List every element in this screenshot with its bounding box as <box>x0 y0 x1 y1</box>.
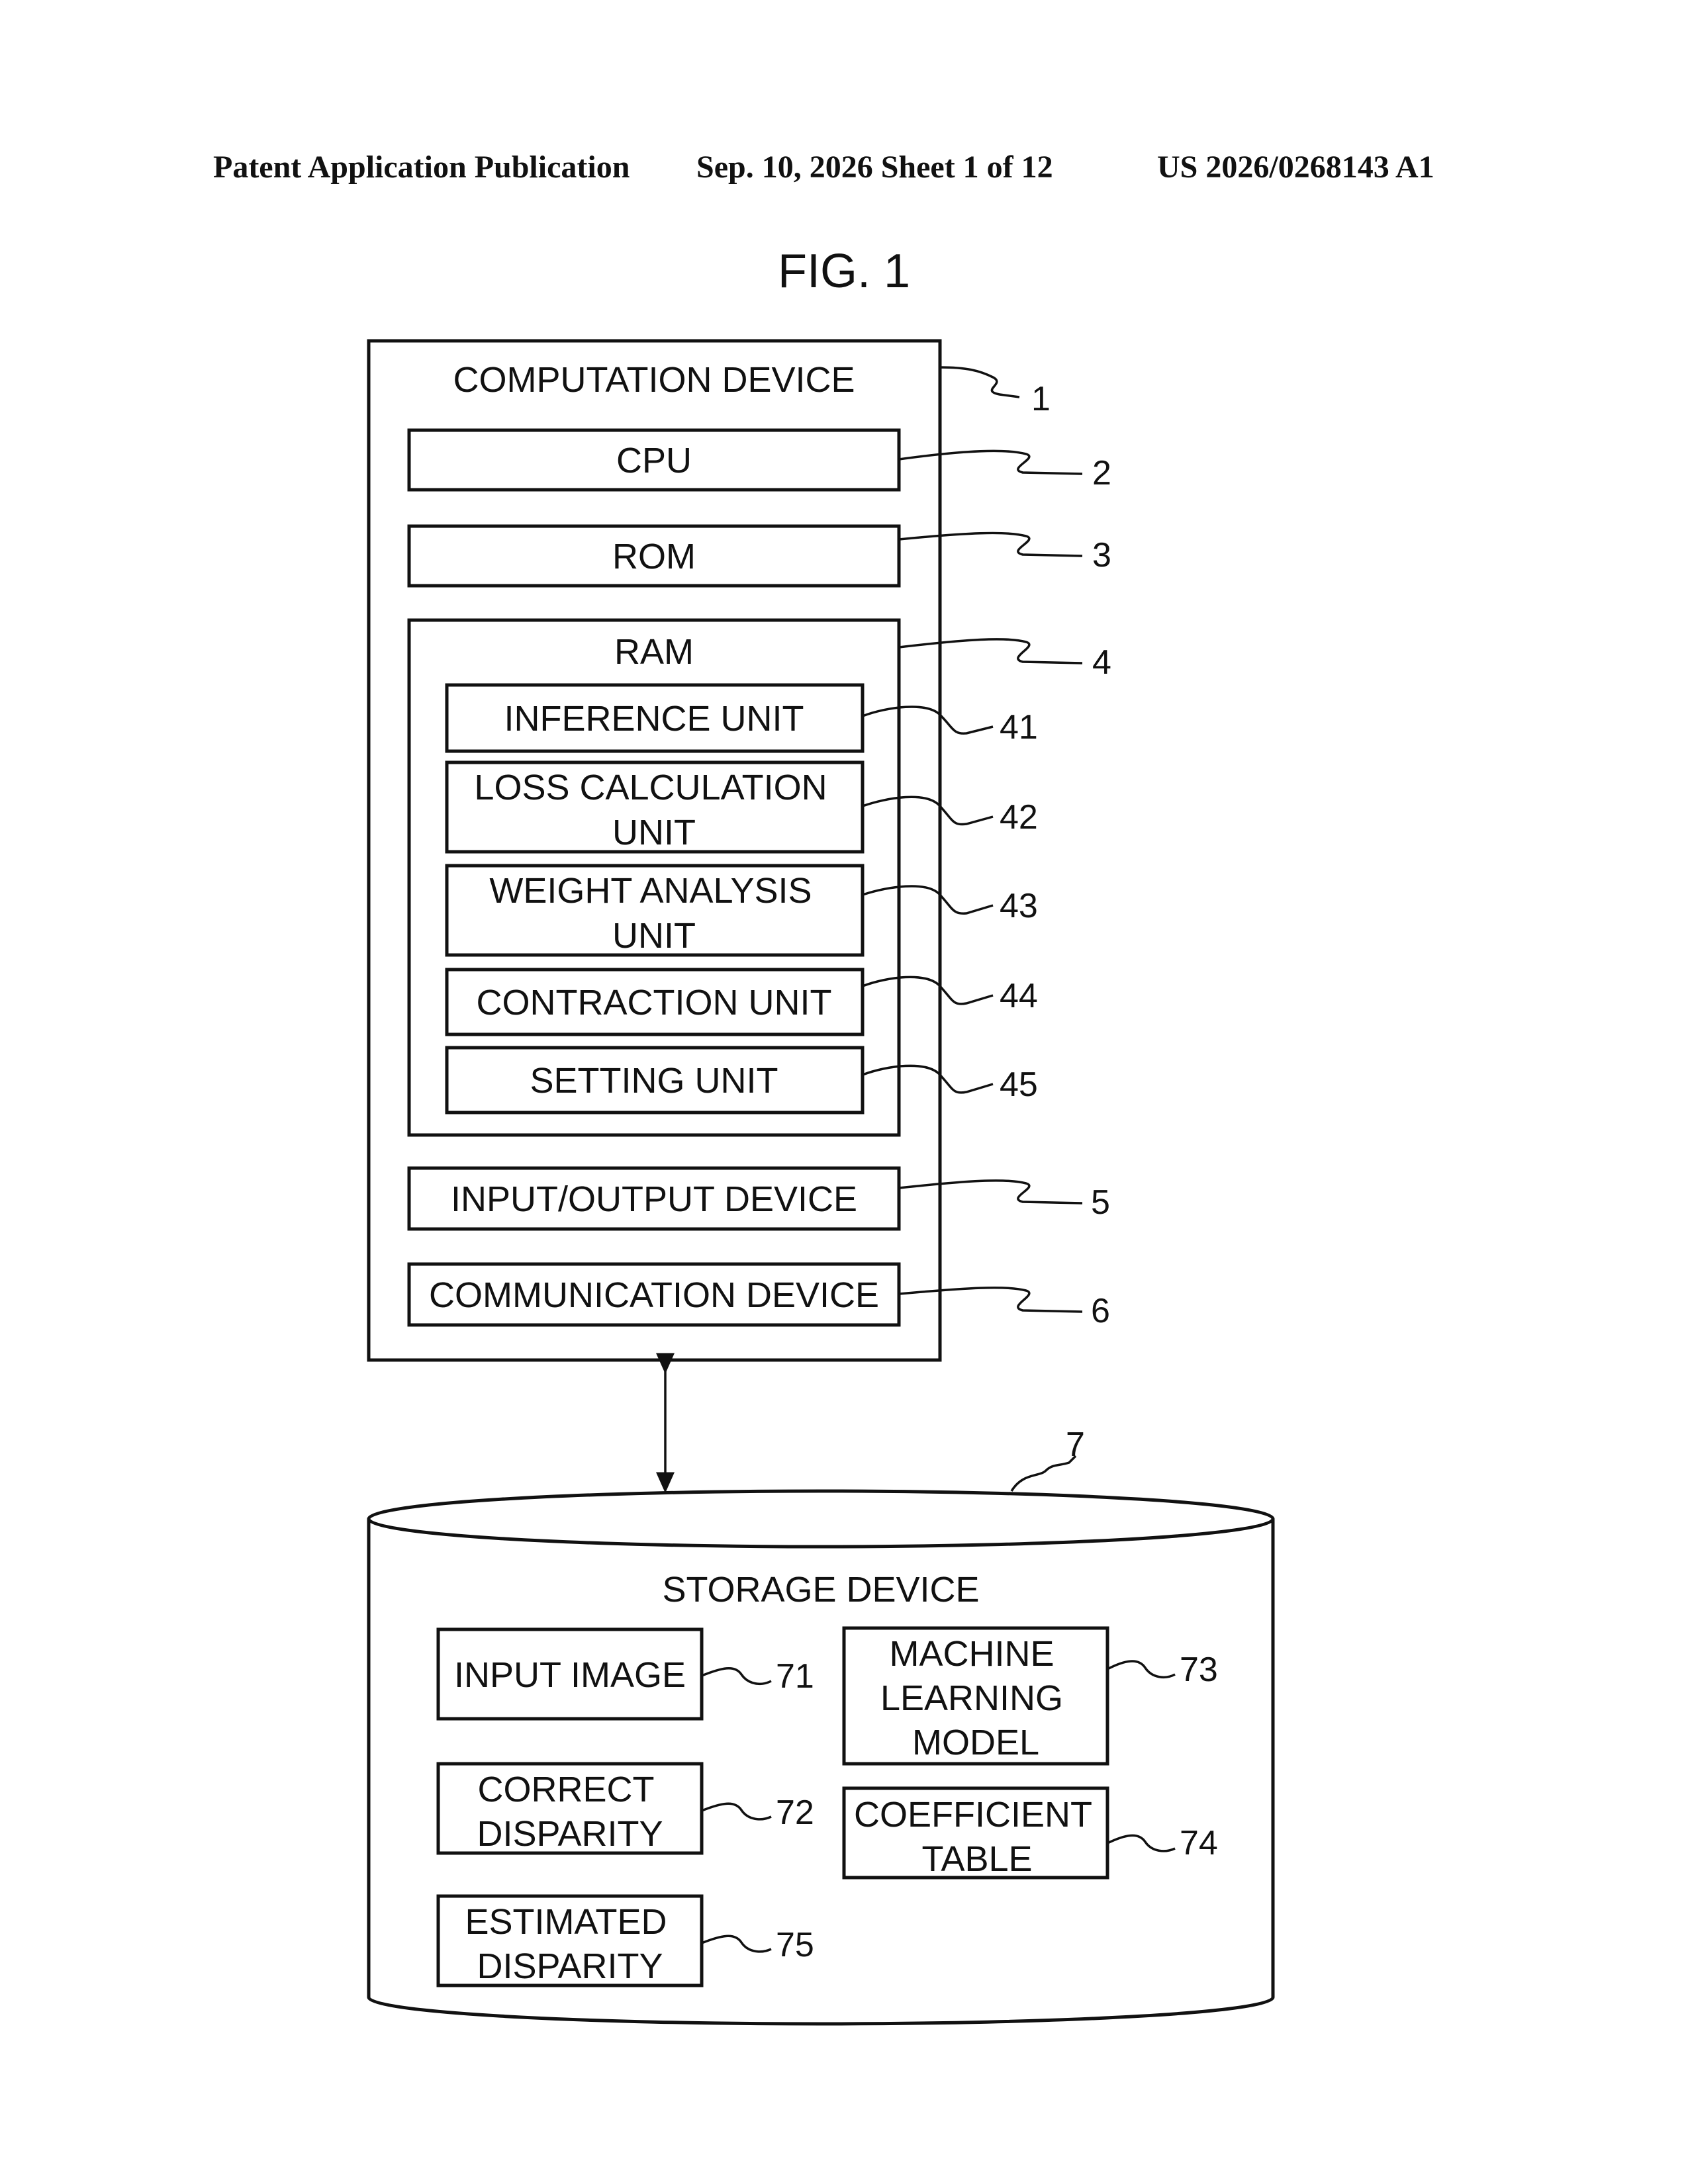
ref-numeral-74: 74 <box>1180 1824 1218 1862</box>
cpu-label: CPU <box>616 441 692 480</box>
communication-device-label: COMMUNICATION DEVICE <box>429 1275 879 1315</box>
ref-numeral-45: 45 <box>1000 1066 1038 1104</box>
ref-numeral-73: 73 <box>1180 1651 1218 1689</box>
computation-device-label: COMPUTATION DEVICE <box>453 360 855 400</box>
ram-label: RAM <box>614 632 694 672</box>
ref-numeral-4: 4 <box>1092 643 1111 682</box>
storage-device-label: STORAGE DEVICE <box>662 1570 979 1610</box>
contraction-unit: CONTRACTION UNIT 44 <box>447 970 1038 1034</box>
contraction-unit-label: CONTRACTION UNIT <box>477 983 832 1023</box>
weight-analysis-unit-label-line1: WEIGHT ANALYSIS <box>489 871 812 911</box>
ref-numeral-7: 7 <box>1066 1426 1085 1464</box>
estimated-disparity-label-line2: DISPARITY <box>477 1946 663 1986</box>
loss-calculation-unit-label-line1: LOSS CALCULATION <box>474 768 827 807</box>
inference-unit: INFERENCE UNIT 41 <box>447 685 1038 751</box>
inference-unit-label: INFERENCE UNIT <box>504 699 804 739</box>
input-image-label: INPUT IMAGE <box>454 1655 686 1695</box>
weight-analysis-unit-label-line2: UNIT <box>612 916 696 956</box>
coefficient-table-label-line1: COEFFICIENT <box>854 1795 1092 1835</box>
ref-numeral-1: 1 <box>1031 380 1051 418</box>
input-output-device-label: INPUT/OUTPUT DEVICE <box>451 1179 857 1219</box>
ref-numeral-6: 6 <box>1091 1292 1110 1330</box>
setting-unit: SETTING UNIT 45 <box>447 1048 1038 1113</box>
ref-numeral-2: 2 <box>1092 454 1111 492</box>
loss-calculation-unit: LOSS CALCULATION UNIT 42 <box>447 762 1038 852</box>
ref-numeral-44: 44 <box>1000 977 1038 1015</box>
rom-label: ROM <box>612 537 696 576</box>
ref-numeral-42: 42 <box>1000 798 1038 837</box>
machine-learning-model-label-line1: MACHINE <box>889 1634 1054 1674</box>
storage-cylinder-top <box>369 1491 1273 1547</box>
computation-device: COMPUTATION DEVICE 1 CPU 2 ROM 3 RAM 4 I… <box>369 341 1111 1360</box>
correct-disparity-label-line2: DISPARITY <box>477 1814 663 1854</box>
loss-calculation-unit-label-line2: UNIT <box>612 813 696 852</box>
coefficient-table-label-line2: TABLE <box>921 1839 1032 1879</box>
ref-numeral-5: 5 <box>1091 1183 1110 1222</box>
correct-disparity-label-line1: CORRECT <box>478 1770 655 1809</box>
leader-line-1 <box>940 367 1019 397</box>
estimated-disparity-label-line1: ESTIMATED <box>465 1902 667 1942</box>
storage-device: STORAGE DEVICE 7 INPUT IMAGE 71 CORRECT … <box>369 1426 1273 2024</box>
machine-learning-model-label-line3: MODEL <box>912 1723 1039 1762</box>
setting-unit-label: SETTING UNIT <box>530 1061 778 1101</box>
ref-numeral-71: 71 <box>776 1657 814 1696</box>
ref-numeral-3: 3 <box>1092 536 1111 574</box>
ref-numeral-43: 43 <box>1000 887 1038 925</box>
ref-numeral-41: 41 <box>1000 708 1038 747</box>
weight-analysis-unit: WEIGHT ANALYSIS UNIT 43 <box>447 866 1038 956</box>
ref-numeral-75: 75 <box>776 1926 814 1964</box>
machine-learning-model-label-line2: LEARNING <box>880 1678 1063 1718</box>
ref-numeral-72: 72 <box>776 1794 814 1832</box>
